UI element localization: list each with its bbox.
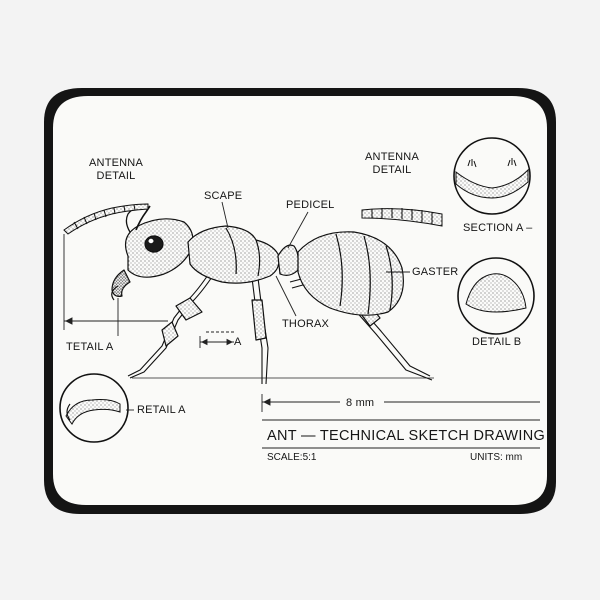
label-thorax: THORAX xyxy=(282,318,330,330)
ant-illustration xyxy=(111,203,433,385)
antenna-segments-right xyxy=(361,208,443,227)
label-antenna-detail-right: ANTENNA DETAIL xyxy=(360,151,424,177)
detail-b-circle xyxy=(457,257,535,335)
label-line: DETAIL xyxy=(372,164,412,176)
leader-lines xyxy=(63,201,540,449)
drawing-scale: SCALE:5:1 xyxy=(267,452,317,463)
label-line: ANTENNA xyxy=(365,151,419,163)
label-antenna-detail-left: ANTENNA DETAIL xyxy=(86,157,146,183)
antenna-segments-left xyxy=(63,203,149,235)
section-a-circle xyxy=(453,137,531,215)
tarsus-detail-circle xyxy=(59,373,129,443)
drawing-title: ANT — TECHNICAL SKETCH DRAWING xyxy=(267,428,546,444)
label-scape: SCAPE xyxy=(204,190,243,202)
drawing-units: UNITS: mm xyxy=(470,452,523,463)
label-line: ANTENNA xyxy=(89,157,143,169)
label-detail-b: DETAIL B xyxy=(472,336,522,348)
label-a-marker: A xyxy=(234,336,242,348)
label-section-a: SECTION A – xyxy=(463,222,533,234)
label-gaster: GASTER xyxy=(412,266,459,278)
dimension-8mm: 8 mm xyxy=(346,397,375,409)
label-line: DETAIL xyxy=(96,170,136,182)
label-tetail-a: TETAIL A xyxy=(66,341,114,353)
label-retail-a: RETAIL A xyxy=(137,404,186,416)
pad-face xyxy=(53,96,547,505)
label-pedicel: PEDICEL xyxy=(286,199,335,211)
